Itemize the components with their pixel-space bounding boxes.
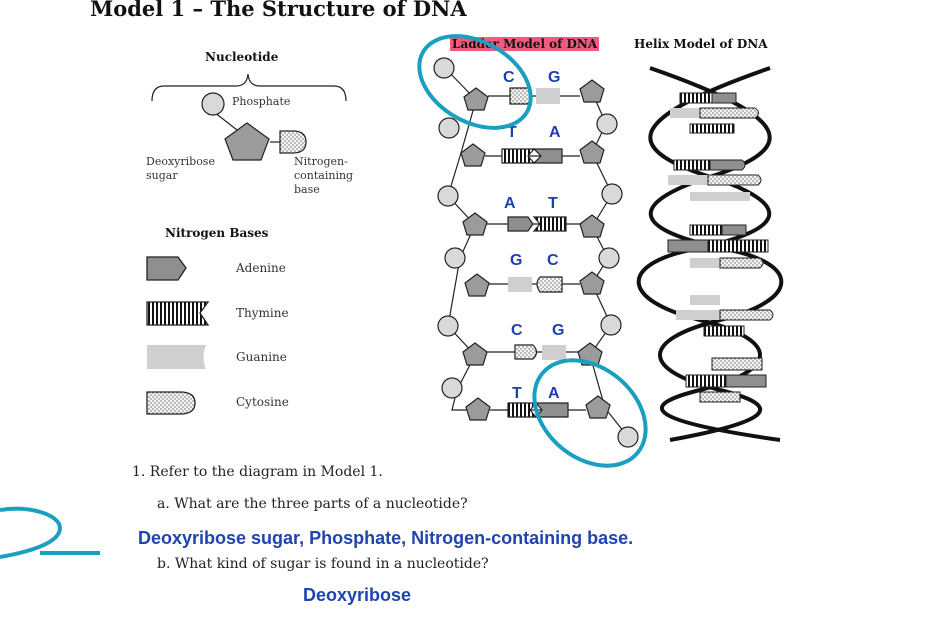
base-label-line3: base <box>294 183 320 196</box>
adenine-icon <box>146 256 187 281</box>
sugar-label-line2: sugar <box>146 169 178 182</box>
thymine-icon <box>146 301 210 326</box>
sugar-icon <box>224 122 270 161</box>
pair-2-left-letter: T <box>507 124 517 141</box>
base-label-line2: containing <box>294 169 354 182</box>
ladder-left-phosphates <box>433 57 466 399</box>
nucleotide-diagram <box>151 73 347 161</box>
pair-3-right-letter: T <box>548 195 558 212</box>
question-1b: b. What kind of sugar is found in a nucl… <box>157 556 489 572</box>
cytosine-label: Cytosine <box>236 395 289 409</box>
nucleotide-heading: Nucleotide <box>205 50 279 64</box>
guanine-icon <box>147 345 206 369</box>
pair-1-right-letter: G <box>548 69 561 86</box>
pair-2-right-letter: A <box>549 124 561 141</box>
adenine-label: Adenine <box>236 261 286 275</box>
pair-4-right-letter: C <box>547 252 559 269</box>
page-title: Model 1 – The Structure of DNA <box>90 0 467 21</box>
ladder-model-title: Ladder Model of DNA <box>450 37 600 51</box>
pair-5-left-letter: C <box>511 322 523 339</box>
phosphate-icon <box>201 92 225 116</box>
phosphate-label: Phosphate <box>232 95 291 108</box>
cytosine-base-icon <box>279 130 307 154</box>
pair-4-left-letter: G <box>510 252 523 269</box>
answer-1a: Deoxyribose sugar, Phosphate, Nitrogen-c… <box>138 528 634 548</box>
pair-6-left-letter: T <box>512 385 522 402</box>
guanine-label: Guanine <box>236 350 287 364</box>
ladder-sugars <box>460 79 611 421</box>
helix-model-title: Helix Model of DNA <box>634 37 768 51</box>
helix-model <box>636 66 784 442</box>
nitrogen-bases-heading: Nitrogen Bases <box>165 226 269 240</box>
base-label-line1: Nitrogen- <box>294 155 348 168</box>
ladder-right-phosphates <box>596 113 639 448</box>
cytosine-icon <box>146 391 196 415</box>
question-1a: a. What are the three parts of a nucleot… <box>157 496 468 512</box>
pair-6-right-letter: A <box>548 385 560 402</box>
pair-3-left-letter: A <box>504 195 516 212</box>
pair-1-left-letter: C <box>503 69 515 86</box>
ladder-model <box>433 57 639 448</box>
thymine-label: Thymine <box>236 306 289 320</box>
pair-5-right-letter: G <box>552 322 565 339</box>
question-1: 1. Refer to the diagram in Model 1. <box>132 464 383 480</box>
answer-1b: Deoxyribose <box>303 585 412 605</box>
annotation-circle-bottom <box>532 358 648 468</box>
sugar-label-line1: Deoxyribose <box>146 155 215 168</box>
annotation-stroke-left <box>0 506 100 559</box>
